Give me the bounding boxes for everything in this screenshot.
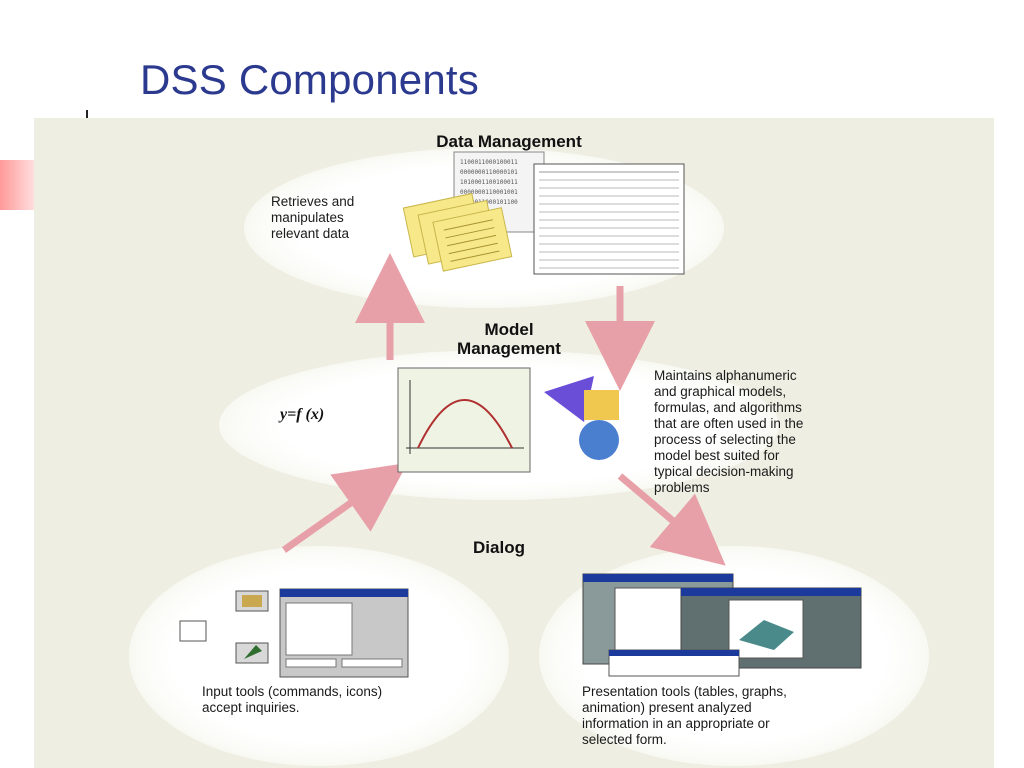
model-graph-illustration xyxy=(397,367,619,473)
diagram-panel: Data Management Retrieves and manipulate… xyxy=(34,118,994,768)
flow-arrows xyxy=(281,253,726,566)
presentation-tools-illustration xyxy=(582,573,862,677)
svg-text:1100011000101100: 1100011000101100 xyxy=(460,199,518,206)
model-formula: y=f (x) xyxy=(280,406,325,423)
svg-text:1100011000100011: 1100011000100011 xyxy=(460,159,518,166)
svg-text:0000000110000101: 0000000110000101 xyxy=(460,169,518,176)
slide-title: DSS Components xyxy=(140,56,479,103)
data-management-description: Retrieves and manipulates relevant data xyxy=(271,194,355,241)
input-tools-illustration xyxy=(179,588,409,678)
arrow-down-to-presentation xyxy=(617,473,726,566)
data-management-heading: Data Management xyxy=(436,132,582,151)
dialog-heading: Dialog xyxy=(473,538,525,557)
input-tools-description: Input tools (commands, icons) accept inq… xyxy=(202,684,383,715)
presentation-tools-description: Presentation tools (tables, graphs, anim… xyxy=(582,684,787,747)
database-illustration: 1100011000100011 0000000110000101 101000… xyxy=(402,151,685,275)
svg-text:0000000110001001: 0000000110001001 xyxy=(460,189,518,196)
svg-text:1010001100100011: 1010001100100011 xyxy=(460,179,518,186)
model-management-heading: Model Management xyxy=(457,320,561,358)
arrow-up-to-model xyxy=(281,462,408,553)
model-management-description: Maintains alphanumeric and graphical mod… xyxy=(654,368,804,495)
